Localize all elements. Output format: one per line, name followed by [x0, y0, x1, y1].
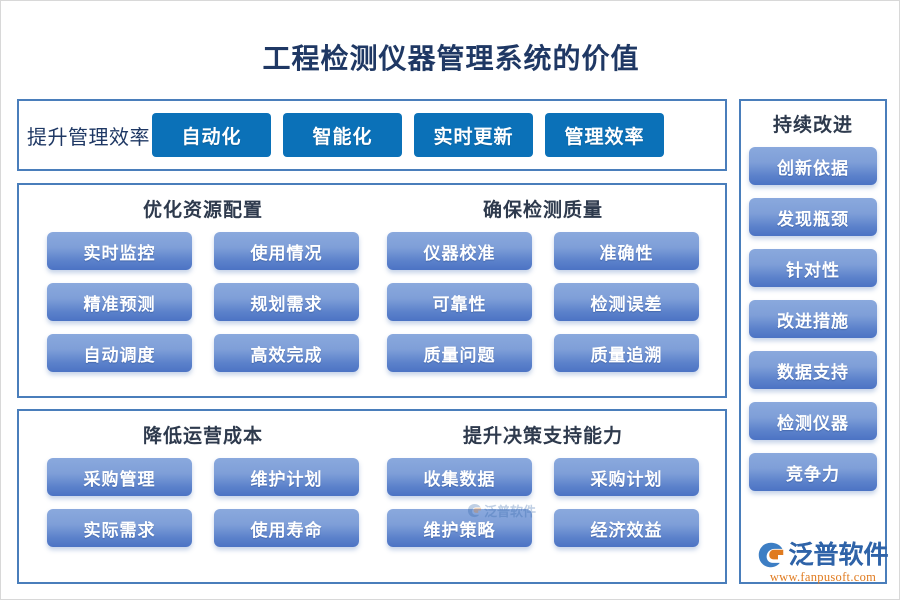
bot-g0-item-2[interactable]: 实际需求 [47, 509, 192, 547]
bot-g1-item-2[interactable]: 维护策略 [387, 509, 532, 547]
page-title: 工程检测仪器管理系统的价值 [262, 44, 640, 75]
panel-cost-decision: 降低运营成本 采购管理 维护计划 实际需求 使用寿命 提升决策支持能力 收集数据… [17, 409, 727, 584]
sidebar-item-2[interactable]: 针对性 [749, 249, 877, 287]
bot-g1-item-0[interactable]: 收集数据 [387, 458, 532, 496]
top-button-2[interactable]: 实时更新 [414, 113, 533, 157]
top-button-3[interactable]: 管理效率 [545, 113, 664, 157]
top-section-label: 提升管理效率 [27, 126, 150, 149]
panel-resources-quality: 优化资源配置 实时监控 使用情况 精准预测 规划需求 自动调度 高效完成 确保检… [17, 183, 727, 398]
brand-name: 泛普软件 [788, 541, 889, 569]
group-decision-support: 提升决策支持能力 收集数据 采购计划 维护策略 经济效益 [373, 421, 713, 572]
top-button-1[interactable]: 智能化 [283, 113, 402, 157]
mid-g0-item-3[interactable]: 规划需求 [214, 283, 359, 321]
sidebar-item-5[interactable]: 检测仪器 [749, 402, 877, 440]
mid-g1-item-1[interactable]: 准确性 [554, 232, 699, 270]
sidebar-item-3[interactable]: 改进措施 [749, 300, 877, 338]
bot-g0-item-3[interactable]: 使用寿命 [214, 509, 359, 547]
group-title-optimize-resources: 优化资源配置 [142, 200, 263, 221]
mid-g1-item-5[interactable]: 质量追溯 [554, 334, 699, 372]
group-items-optimize-resources: 实时监控 使用情况 精准预测 规划需求 自动调度 高效完成 [47, 232, 359, 372]
mid-g0-item-0[interactable]: 实时监控 [47, 232, 192, 270]
bot-g0-item-1[interactable]: 维护计划 [214, 458, 359, 496]
group-title-reduce-cost: 降低运营成本 [142, 426, 263, 447]
bot-g1-item-3[interactable]: 经济效益 [554, 509, 699, 547]
mid-g1-item-3[interactable]: 检测误差 [554, 283, 699, 321]
mid-g1-item-0[interactable]: 仪器校准 [387, 232, 532, 270]
group-title-ensure-quality: 确保检测质量 [482, 200, 603, 221]
sidebar-item-1[interactable]: 发现瓶颈 [749, 198, 877, 236]
mid-g0-item-4[interactable]: 自动调度 [47, 334, 192, 372]
panel-continuous-improvement: 持续改进 创新依据 发现瓶颈 针对性 改进措施 数据支持 检测仪器 竞争力 [739, 99, 887, 584]
group-items-reduce-cost: 采购管理 维护计划 实际需求 使用寿命 [47, 458, 359, 547]
group-items-decision-support: 收集数据 采购计划 维护策略 经济效益 [387, 458, 699, 547]
bottom-groups: 降低运营成本 采购管理 维护计划 实际需求 使用寿命 提升决策支持能力 收集数据… [19, 411, 725, 582]
brand-url: www.fanpusoft.com [769, 570, 877, 584]
sidebar: 持续改进 创新依据 发现瓶颈 针对性 改进措施 数据支持 检测仪器 竞争力 [741, 101, 885, 582]
middle-groups: 优化资源配置 实时监控 使用情况 精准预测 规划需求 自动调度 高效完成 确保检… [19, 185, 725, 396]
mid-g0-item-2[interactable]: 精准预测 [47, 283, 192, 321]
group-items-ensure-quality: 仪器校准 准确性 可靠性 检测误差 质量问题 质量追溯 [387, 232, 699, 372]
sidebar-item-6[interactable]: 竞争力 [749, 453, 877, 491]
mid-g1-item-2[interactable]: 可靠性 [387, 283, 532, 321]
mid-g1-item-4[interactable]: 质量问题 [387, 334, 532, 372]
group-optimize-resources: 优化资源配置 实时监控 使用情况 精准预测 规划需求 自动调度 高效完成 [33, 195, 373, 386]
group-ensure-quality: 确保检测质量 仪器校准 准确性 可靠性 检测误差 质量问题 质量追溯 [373, 195, 713, 386]
sidebar-item-4[interactable]: 数据支持 [749, 351, 877, 389]
top-row: 提升管理效率 自动化 智能化 实时更新 管理效率 [19, 101, 725, 169]
sidebar-item-0[interactable]: 创新依据 [749, 147, 877, 185]
fanpu-logo-icon [759, 542, 784, 568]
group-reduce-cost: 降低运营成本 采购管理 维护计划 实际需求 使用寿命 [33, 421, 373, 572]
brand-logo: 泛普软件 www.fanpusoft.com [753, 541, 893, 589]
sidebar-items: 创新依据 发现瓶颈 针对性 改进措施 数据支持 检测仪器 竞争力 [749, 147, 877, 491]
bot-g1-item-1[interactable]: 采购计划 [554, 458, 699, 496]
mid-g0-item-1[interactable]: 使用情况 [214, 232, 359, 270]
brand-logo-row: 泛普软件 [757, 541, 889, 569]
group-title-decision-support: 提升决策支持能力 [462, 426, 623, 447]
bot-g0-item-0[interactable]: 采购管理 [47, 458, 192, 496]
sidebar-title: 持续改进 [772, 115, 853, 136]
panel-improve-efficiency: 提升管理效率 自动化 智能化 实时更新 管理效率 [17, 99, 727, 171]
mid-g0-item-5[interactable]: 高效完成 [214, 334, 359, 372]
top-button-0[interactable]: 自动化 [152, 113, 271, 157]
